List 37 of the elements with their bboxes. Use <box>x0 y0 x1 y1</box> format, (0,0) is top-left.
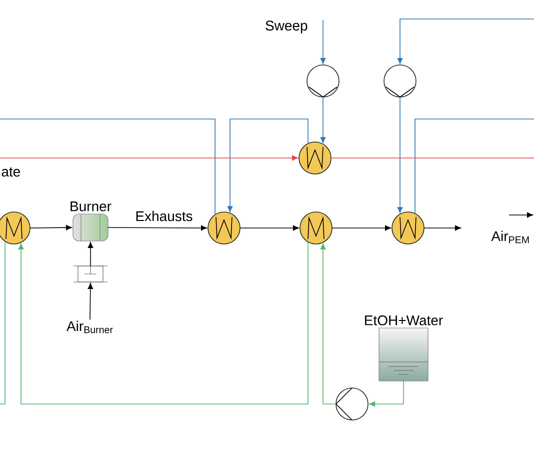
pipe-arrow <box>332 225 391 231</box>
pipe-line <box>0 240 6 404</box>
pipe-arrow <box>397 96 403 214</box>
stream-label: Sweep <box>266 20 308 34</box>
pipe-arrow <box>320 243 336 404</box>
pipe-line <box>414 118 534 214</box>
pipe-arrow <box>108 225 207 231</box>
burner: Burner <box>70 202 112 242</box>
pipe-arrow <box>88 283 94 320</box>
edge-label: Exhausts <box>134 210 194 222</box>
heat-exchanger <box>298 142 332 174</box>
stream-label: ate <box>2 167 20 177</box>
pump <box>335 388 368 420</box>
valve-symbol <box>73 266 108 282</box>
pipe-arrow <box>424 225 461 231</box>
pipe-arrow <box>18 241 308 404</box>
heat-exchanger <box>208 212 240 244</box>
pipe-arrow <box>397 18 534 64</box>
pipe-arrow <box>227 118 308 212</box>
stream-label: Air$_{Burner}$ <box>66 320 113 334</box>
node-label: Burner <box>70 202 112 212</box>
tank: EtOH+Water <box>365 315 443 382</box>
heat-exchanger <box>300 212 332 244</box>
pipe-arrow <box>320 20 326 64</box>
compressor <box>306 64 340 98</box>
compressor <box>384 64 416 98</box>
pipe-arrow <box>30 224 72 230</box>
stream-label: Air$_{PEM}$ <box>491 230 529 244</box>
pipe-line <box>0 118 216 216</box>
pipe-arrow <box>240 225 299 231</box>
heat-exchanger <box>392 212 424 244</box>
pipe-arrow <box>88 242 94 266</box>
node-label: EtOH+Water <box>365 315 443 326</box>
pipe-arrow <box>0 155 298 161</box>
pipe-arrow <box>320 96 326 144</box>
pipe-arrow <box>369 380 404 407</box>
heat-exchanger <box>0 212 30 244</box>
